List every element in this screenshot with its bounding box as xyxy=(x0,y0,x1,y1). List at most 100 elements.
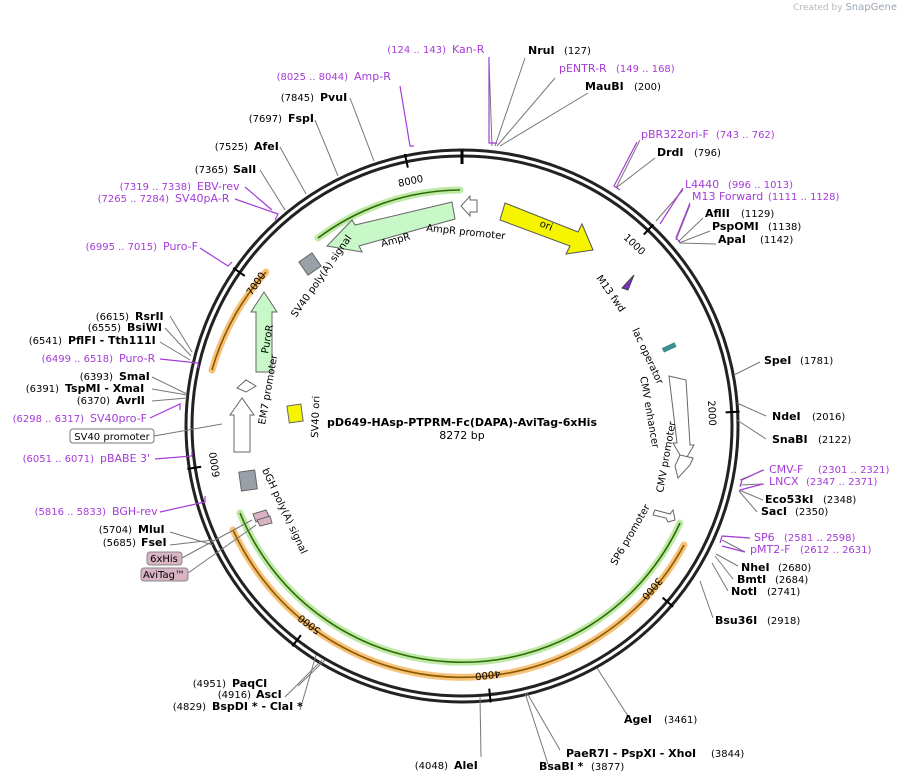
site-aflii: AflII xyxy=(705,207,730,220)
scale-tick-3000 xyxy=(661,596,674,608)
snapgene-brand: SnapGene xyxy=(845,2,897,13)
feature-label-cmv-enhancer: CMV enhancer xyxy=(637,376,661,450)
site-eco53ki-pos: (2348) xyxy=(823,495,856,506)
site-fsei: FseI xyxy=(141,536,167,549)
primer-pentr-r-pos: (149 .. 168) xyxy=(616,64,675,75)
sv40-promoter-leader xyxy=(153,423,223,437)
scale-tick-8000 xyxy=(403,153,409,168)
site-eco53ki: Eco53kI xyxy=(765,493,813,506)
sv40-promoter-arrow xyxy=(229,397,255,453)
site-spei-pos: (1781) xyxy=(800,356,833,367)
primer-bgh-rev-pos: (5816 .. 5833) xyxy=(35,507,107,518)
site-paer7i-pos: (3844) xyxy=(711,749,744,760)
site-ndei: NdeI xyxy=(772,410,801,423)
site-apai: ApaI xyxy=(718,233,746,246)
primer-sp6: SP6 xyxy=(754,531,775,544)
primer-cmv-f: CMV-F xyxy=(769,463,803,476)
primer-ebv-rev-pos: (7319 .. 7338) xyxy=(120,182,192,193)
site-mlui-pos: (5704) xyxy=(99,525,132,536)
feature-label-ampr-promoter: AmpR promoter xyxy=(426,223,507,242)
sv40-ori-box xyxy=(286,403,304,424)
site-bsiwi-pos: (6555) xyxy=(88,323,121,334)
primer-pbr322ori-f: pBR322ori-F xyxy=(641,128,709,141)
orange-arc-left-core xyxy=(211,271,267,371)
scale-label-2000: 2000 xyxy=(705,400,717,426)
avitag-label-box xyxy=(140,567,189,582)
site-tspmi-pos: (6391) xyxy=(26,384,59,395)
cmv-promoter-arrow xyxy=(674,454,694,480)
site-bsu36i: Bsu36I xyxy=(715,614,757,627)
primer-kan-r-pos: (124 .. 143) xyxy=(387,45,446,56)
site-snabi-pos: (2122) xyxy=(818,435,851,446)
scale-label-8000: 8000 xyxy=(397,174,424,190)
6xhis-label-box xyxy=(146,551,183,566)
primer-puro-r: Puro-R xyxy=(119,352,156,365)
primer-amp-r-pos: (8025 .. 8044) xyxy=(277,72,349,83)
primer-m13-forward: M13 Forward xyxy=(692,190,763,203)
feature-label-cmv-promoter: CMV promoter xyxy=(655,420,678,494)
primer-pbabe3: pBABE 3' xyxy=(100,452,150,465)
site-tspmi: TspMI - XmaI xyxy=(65,382,144,395)
scale-label-6000: 6000 xyxy=(208,451,223,478)
site-bsabi: BsaBI * xyxy=(539,760,584,773)
scale-tick-2000 xyxy=(725,410,740,414)
site-bsiwi: BsiWI xyxy=(127,321,162,334)
primer-sv40pa-r: SV40pA-R xyxy=(175,192,230,205)
site-alei-pos: (4048) xyxy=(415,761,448,772)
site-smai: SmaI xyxy=(119,370,150,383)
ampr-arrow xyxy=(325,201,456,253)
site-avrii: AvrII xyxy=(116,394,145,407)
primer-pbr322ori-f-pos: (743 .. 762) xyxy=(716,130,775,141)
primer-sv40pro-f-pos: (6298 .. 6317) xyxy=(13,414,85,425)
snapgene-watermark: Created by SnapGene xyxy=(793,2,897,13)
site-fsei-pos: (5685) xyxy=(103,538,136,549)
green-arc-bottom xyxy=(236,509,684,666)
site-agei-pos: (3461) xyxy=(664,715,697,726)
site-nrui: NruI xyxy=(528,44,555,57)
ori-arrow xyxy=(499,202,594,255)
primer-puro-r-pos: (6499 .. 6518) xyxy=(42,354,114,365)
primer-puro-f: Puro-F xyxy=(163,240,198,253)
primer-bgh-rev: BGH-rev xyxy=(112,505,158,518)
sp6-promoter-arrow xyxy=(652,508,676,523)
site-smai-pos: (6393) xyxy=(80,372,113,383)
primer-pentr-r: pENTR-R xyxy=(559,62,607,75)
site-bmti: BmtI xyxy=(737,573,766,586)
feature-label-sp6-promoter: SP6 promoter xyxy=(609,502,653,567)
leader-lines xyxy=(151,57,767,765)
site-sali: SalI xyxy=(233,163,256,176)
primer-sv40pa-r-pos: (7265 .. 7284) xyxy=(98,194,170,205)
6xhis-label: 6xHis xyxy=(150,554,178,565)
site-paqci: PaqCI xyxy=(232,677,267,690)
primer-puro-f-pos: (6995 .. 7015) xyxy=(86,242,158,253)
site-pspomi: PspOMI xyxy=(712,220,759,233)
primer-sp6-pos: (2581 .. 2598) xyxy=(784,533,856,544)
primer-ebv-rev: EBV-rev xyxy=(197,180,240,193)
site-paer7i: PaeR7I - PspXI - XhoI xyxy=(566,747,696,760)
feature-label-ori: ori xyxy=(538,219,554,234)
orange-arc-bottom-core xyxy=(232,529,685,679)
site-pflfi-pos: (6541) xyxy=(29,336,62,347)
site-asci: AscI xyxy=(256,688,282,701)
primer-l4440: L4440 xyxy=(685,178,719,191)
site-pvui: PvuI xyxy=(320,91,347,104)
ampr-promoter-arrow xyxy=(460,194,478,218)
primer-pbabe3-pos: (6051 .. 6071) xyxy=(23,454,95,465)
site-apai-pos: (1142) xyxy=(760,235,793,246)
site-mlui: MluI xyxy=(138,523,165,536)
feature-label-sv40-ori: SV40 ori xyxy=(310,396,322,438)
site-ndei-pos: (2016) xyxy=(812,412,845,423)
site-bsu36i-pos: (2918) xyxy=(767,616,800,627)
primer-lncx-pos: (2347 .. 2371) xyxy=(806,477,878,488)
site-maubi: MauBI xyxy=(585,80,624,93)
6xhis-leader xyxy=(181,519,253,559)
site-spei: SpeI xyxy=(764,354,791,367)
primer-cmv-f-pos: (2301 .. 2321) xyxy=(818,465,890,476)
site-fspi: FspI xyxy=(288,112,314,125)
site-nrui-pos: (127) xyxy=(564,46,591,57)
primer-pmt2-f-pos: (2612 .. 2631) xyxy=(800,545,872,556)
plasmid-length: 8272 bp xyxy=(439,429,484,442)
site-agei: AgeI xyxy=(624,713,652,726)
site-afei-pos: (7525) xyxy=(215,142,248,153)
site-aflii-pos: (1129) xyxy=(741,209,774,220)
